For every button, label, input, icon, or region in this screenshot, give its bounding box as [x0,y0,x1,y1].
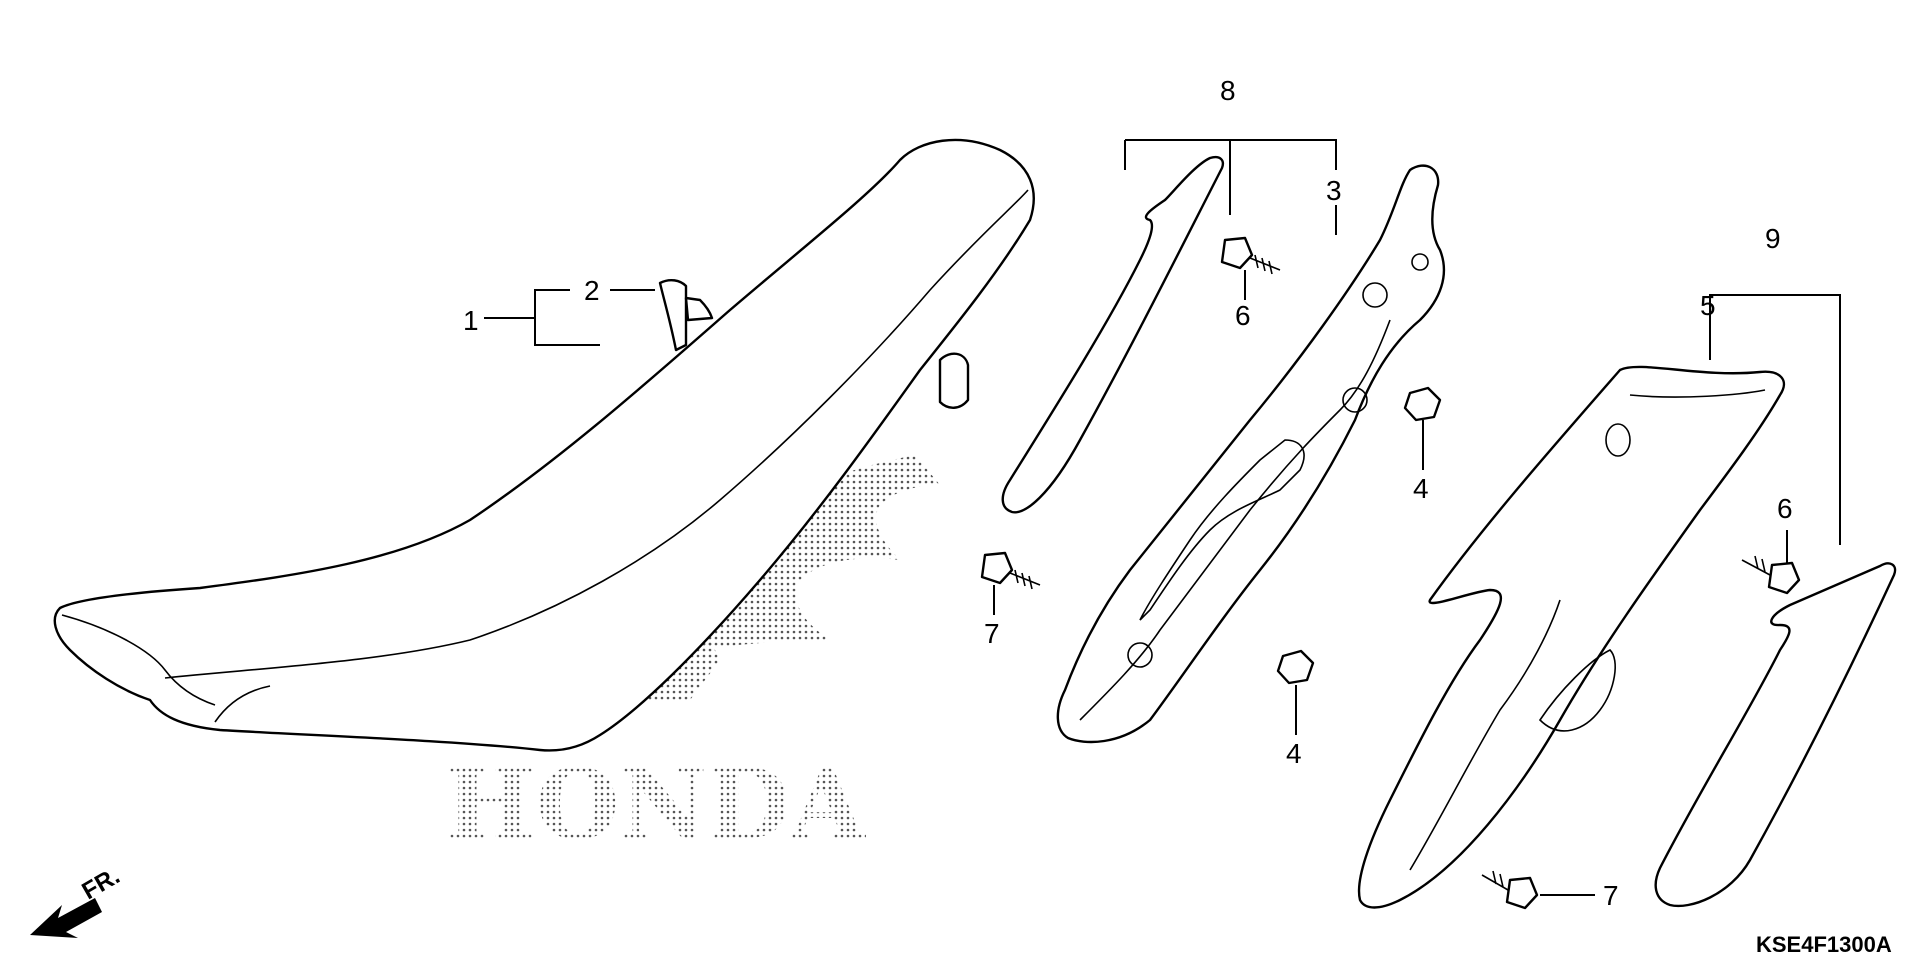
callout-7b: 7 [1603,880,1619,911]
seat-part [53,138,1035,752]
left-decal-part [1001,155,1224,514]
front-indicator-label: FR. [78,862,125,905]
right-decal-part [1654,562,1897,908]
callout-7a: 7 [984,618,1000,649]
front-direction-arrow-icon: FR. [30,862,124,938]
callout-2: 2 [584,275,600,306]
callout-3: 3 [1326,175,1342,206]
nut-4a-icon [1403,386,1442,422]
nut-4b-icon [1276,649,1315,685]
callout-4a: 4 [1413,473,1429,504]
bolt-6a-icon [1220,236,1281,275]
callout-6b: 6 [1777,493,1793,524]
callout-4b: 4 [1286,738,1302,769]
diagram-part-code: KSE4F1300A [1756,932,1892,957]
honda-logo-text: HONDA [445,748,866,861]
bolt-7a-icon [980,551,1041,590]
callout-8: 8 [1220,75,1236,106]
callout-6a: 6 [1235,300,1251,331]
bolt-7b-icon [1481,870,1539,910]
callout-1: 1 [463,305,479,336]
callout-5: 5 [1700,290,1716,321]
left-side-cover-part [1056,164,1446,744]
right-side-cover-part [1357,365,1786,909]
callout-9: 9 [1765,223,1781,254]
leader-lines [484,139,1841,896]
bolt-6b-icon [1741,555,1801,595]
